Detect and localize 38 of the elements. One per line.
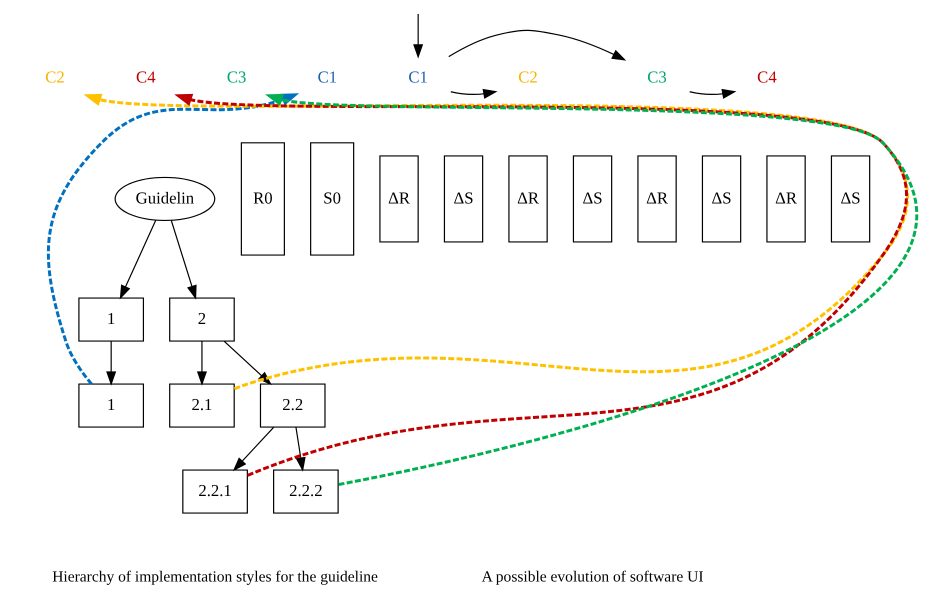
node-box: 2.1 <box>169 383 235 428</box>
node-box: ΔR <box>637 155 677 243</box>
label: Hierarchy of implementation styles for the guideline <box>52 568 378 586</box>
node-text: C3 <box>226 68 246 87</box>
node-text: C3 <box>647 68 667 87</box>
arrow <box>232 427 274 472</box>
arrow <box>690 88 736 99</box>
node-box: ΔR <box>766 155 806 243</box>
node-box: 1 <box>78 383 144 428</box>
node-box: ΔS <box>444 155 484 243</box>
node-text: C4 <box>136 68 156 87</box>
node-text: C2 <box>518 68 538 87</box>
node-box: 2.2.2 <box>273 469 339 514</box>
node-box: ΔS <box>702 155 742 243</box>
node-box: 2.2 <box>260 383 326 428</box>
label: A possible evolution of software UI <box>482 568 704 586</box>
node-box: ΔS <box>572 155 612 243</box>
arrow <box>448 30 626 61</box>
node-box: 2.2.1 <box>182 469 248 514</box>
arrow <box>413 14 424 59</box>
node-text: C1 <box>408 68 428 87</box>
arrow <box>295 427 306 472</box>
node-box: 1 <box>78 297 144 342</box>
arrow <box>170 220 197 300</box>
node-box: 2 <box>169 297 235 342</box>
node-box: S0 <box>310 142 354 256</box>
arrow <box>196 341 207 386</box>
node-text: C2 <box>45 68 65 87</box>
node-box: ΔR <box>379 155 419 243</box>
node-box: ΔS <box>830 155 870 243</box>
node-text: C4 <box>757 68 777 87</box>
node-text: C1 <box>318 68 338 87</box>
arrow <box>106 341 116 386</box>
arrow <box>120 220 156 300</box>
node-ellipse: Guidelin <box>114 176 216 222</box>
arrow <box>450 88 498 99</box>
node-box: R0 <box>240 142 285 256</box>
node-box: ΔR <box>508 155 548 243</box>
